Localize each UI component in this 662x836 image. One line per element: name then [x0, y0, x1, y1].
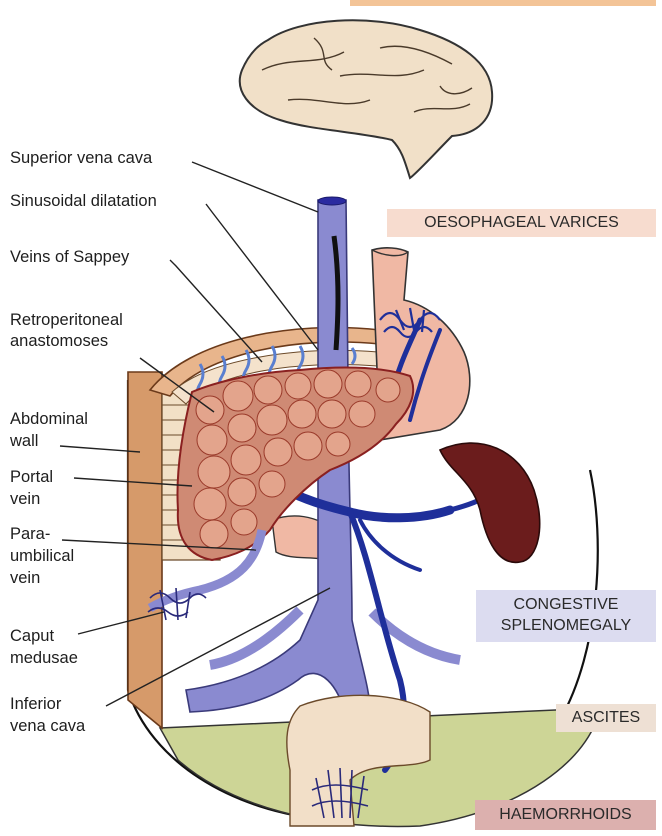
label-abdominal: Abdominal	[10, 409, 88, 430]
label-veins-of-sappey: Veins of Sappey	[10, 247, 129, 268]
tag-haemorrhoids: HAEMORRHOIDS	[475, 800, 656, 830]
label-portal-vein: vein	[10, 489, 40, 510]
label-retroperitoneal-anastomoses: anastomoses	[10, 331, 108, 352]
tag-congestive-splenomegaly: CONGESTIVE SPLENOMEGALY	[476, 590, 656, 642]
abdominal-wall	[128, 372, 162, 728]
label-umbilical: umbilical	[10, 546, 74, 567]
label-inferior: Inferior	[10, 694, 61, 715]
tag-ascites: ASCITES	[556, 704, 656, 732]
tag-congestive-line2: SPLENOMEGALY	[476, 615, 656, 636]
spleen	[440, 443, 540, 562]
label-caput: Caput	[10, 626, 54, 647]
top-label-box	[350, 0, 656, 6]
label-superior-vena-cava: Superior vena cava	[10, 148, 152, 169]
label-para: Para-	[10, 524, 50, 545]
label-retroperitoneal: Retroperitoneal	[10, 310, 123, 331]
label-inferior-vena-cava: vena cava	[10, 716, 85, 737]
label-abdominal-wall: wall	[10, 431, 38, 452]
brain	[240, 20, 492, 178]
label-portal: Portal	[10, 467, 53, 488]
label-caput-medusae: medusae	[10, 648, 78, 669]
label-sinusoidal-dilatation: Sinusoidal dilatation	[10, 191, 157, 212]
tag-oesophageal-varices: OESOPHAGEAL VARICES	[387, 209, 656, 237]
tag-congestive-line1: CONGESTIVE	[476, 594, 656, 615]
label-paraumbilical-vein: vein	[10, 568, 40, 589]
